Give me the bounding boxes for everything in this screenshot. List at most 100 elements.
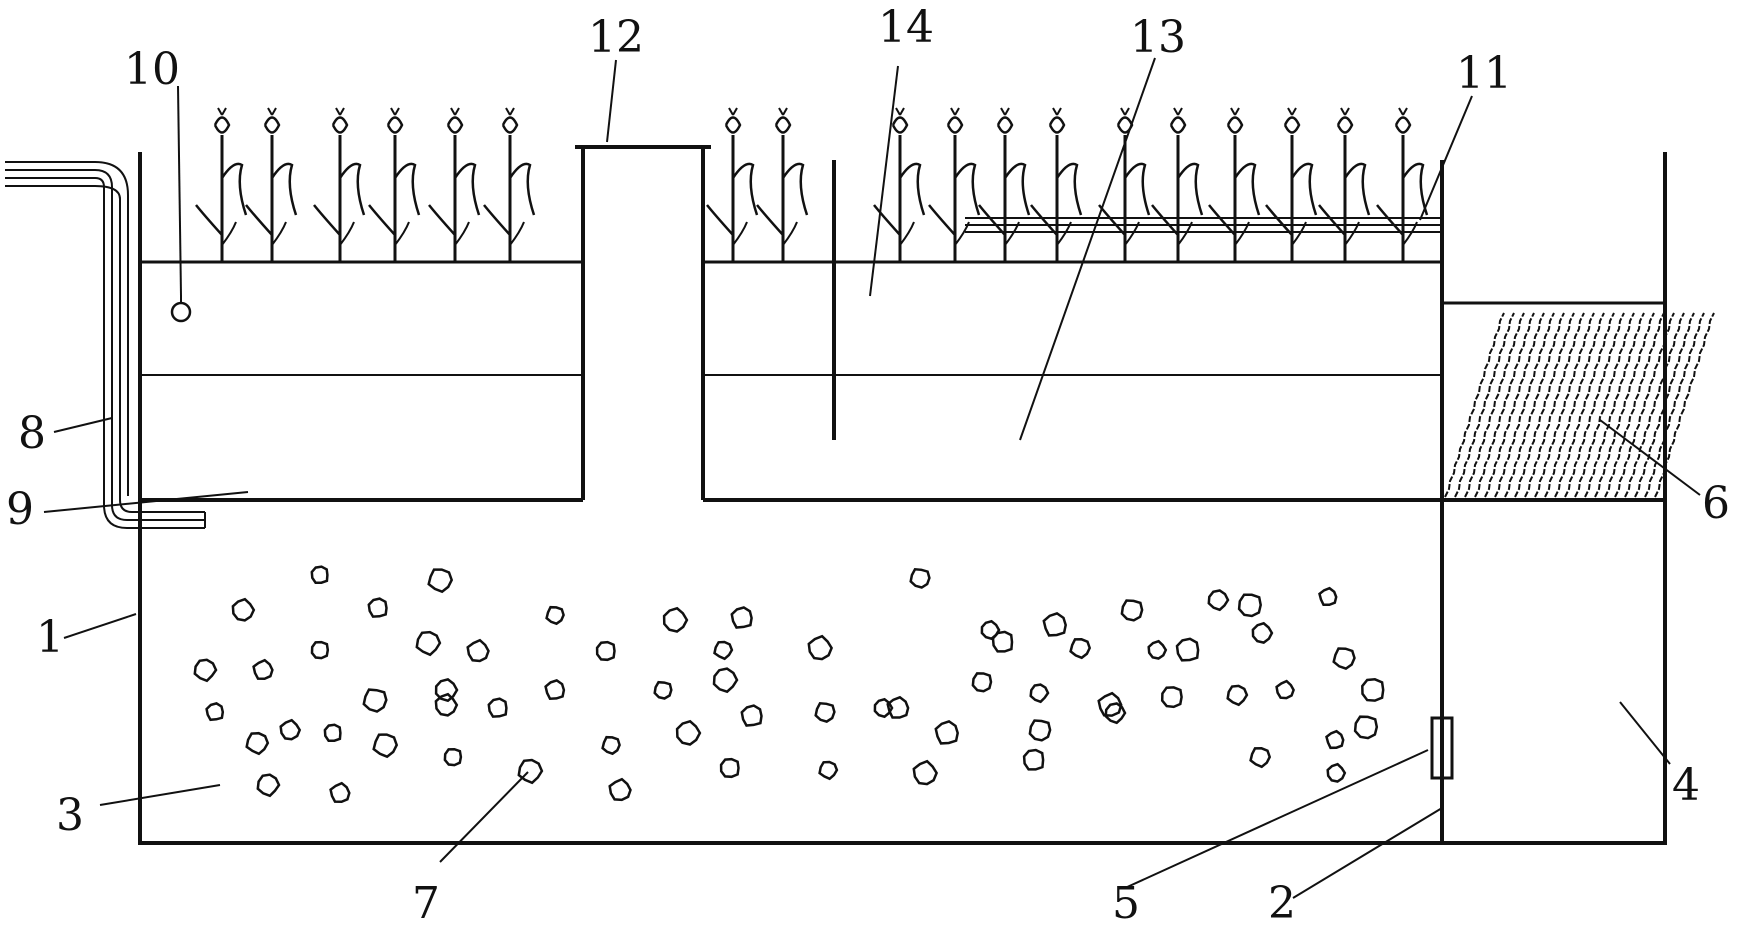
- gravel-stone: [1249, 747, 1272, 769]
- label-8: 8: [18, 408, 46, 459]
- gravel-fill: [193, 565, 1385, 804]
- gravel-stone: [256, 773, 281, 798]
- gravel-stone: [662, 606, 689, 633]
- gravel-stone: [205, 702, 225, 722]
- filter-hatching: [1444, 312, 1715, 498]
- callout-labels: 1 2 3 4 5 6 7 8 9 10 11 12 13 14: [6, 2, 1730, 929]
- gravel-stone: [1069, 638, 1092, 660]
- plant: [1265, 107, 1318, 262]
- label-7: 7: [412, 878, 440, 929]
- hatch-line: [1444, 312, 1505, 498]
- gravel-stone: [807, 634, 834, 661]
- leader-5: [1124, 749, 1429, 889]
- gravel-stone: [544, 679, 566, 700]
- gravel-stone: [712, 667, 739, 694]
- gravel-stone: [1361, 678, 1385, 702]
- gravel-stone: [545, 605, 565, 626]
- gravel-stone: [873, 697, 894, 719]
- gravel-stone: [1353, 715, 1379, 740]
- plant: [1318, 107, 1371, 262]
- label-9: 9: [6, 484, 34, 535]
- leader-8: [53, 417, 113, 433]
- gravel-stone: [814, 701, 836, 723]
- label-12: 12: [588, 12, 644, 63]
- plant: [1151, 107, 1204, 262]
- leader-7: [439, 771, 529, 863]
- leader-13: [1019, 57, 1156, 441]
- plant: [756, 107, 809, 262]
- gravel-stone: [912, 759, 939, 786]
- label-5: 5: [1112, 878, 1140, 929]
- gravel-stone: [818, 760, 839, 781]
- leader-12: [606, 59, 617, 143]
- leader-11: [1419, 95, 1473, 221]
- gravel-stone: [1226, 684, 1249, 707]
- leader-9: [43, 491, 249, 513]
- plant: [195, 107, 248, 262]
- gravel-stone: [1237, 593, 1262, 618]
- gravel-stone: [517, 758, 544, 785]
- gravel-stone: [329, 781, 351, 804]
- plant: [873, 107, 926, 262]
- label-3: 3: [56, 790, 84, 841]
- gravel-stone: [245, 731, 270, 756]
- filter-media: [1440, 301, 1715, 502]
- label-11: 11: [1456, 48, 1512, 99]
- gravel-stone: [675, 719, 702, 746]
- gravel-stone: [608, 777, 632, 802]
- gravel-stone: [886, 695, 910, 719]
- hatch-line: [1584, 312, 1645, 498]
- label-2: 2: [1268, 878, 1296, 929]
- label-14: 14: [878, 2, 934, 53]
- hatch-line: [1594, 312, 1655, 498]
- gravel-stone: [909, 567, 931, 589]
- gravel-stone: [367, 597, 388, 618]
- marker-10: [170, 296, 192, 323]
- hatch-line: [1514, 312, 1575, 498]
- plant: [928, 107, 981, 262]
- hatch-line: [1574, 312, 1635, 498]
- leader-4: [1619, 701, 1671, 765]
- gravel-stone: [1275, 679, 1295, 700]
- gravel-stone: [991, 630, 1014, 653]
- label-6: 6: [1702, 478, 1730, 529]
- gravel-stone: [415, 630, 442, 657]
- gravel-stone: [372, 733, 399, 759]
- hatch-line: [1464, 312, 1525, 498]
- leader-6: [1599, 419, 1701, 496]
- gravel-stone: [730, 606, 753, 629]
- gravel-stone: [1325, 729, 1345, 750]
- plant: [313, 107, 366, 262]
- inlet-pipe: [5, 161, 206, 529]
- vent-pipe: [575, 145, 711, 500]
- hatch-line: [1654, 312, 1715, 498]
- gravel-stone: [1042, 612, 1067, 637]
- gravel-stone: [1120, 599, 1144, 622]
- label-13: 13: [1130, 12, 1186, 63]
- plant: [1376, 107, 1429, 262]
- gravel-stone: [1097, 691, 1123, 717]
- gravel-stone: [1028, 719, 1052, 742]
- gravel-stone: [443, 747, 463, 767]
- top-plate: [965, 217, 1442, 233]
- gravel-stone: [719, 757, 740, 779]
- plant: [1098, 107, 1151, 262]
- gravel-stone: [1147, 639, 1168, 660]
- plant: [978, 107, 1031, 262]
- gravel-stone: [487, 697, 508, 718]
- gravel-stone: [310, 565, 329, 584]
- gravel-stone: [1022, 748, 1045, 771]
- label-4: 4: [1672, 760, 1700, 811]
- gravel-stone: [231, 597, 256, 622]
- gravel-stone: [1326, 762, 1347, 783]
- gravel-stone: [934, 720, 959, 745]
- plant: [245, 107, 298, 262]
- hatch-line: [1454, 312, 1515, 498]
- hatch-line: [1524, 312, 1585, 498]
- plant: [1030, 107, 1083, 262]
- leader-1: [63, 613, 137, 639]
- gravel-stone: [713, 640, 734, 661]
- leader-10: [177, 85, 182, 297]
- hatch-line: [1494, 312, 1555, 498]
